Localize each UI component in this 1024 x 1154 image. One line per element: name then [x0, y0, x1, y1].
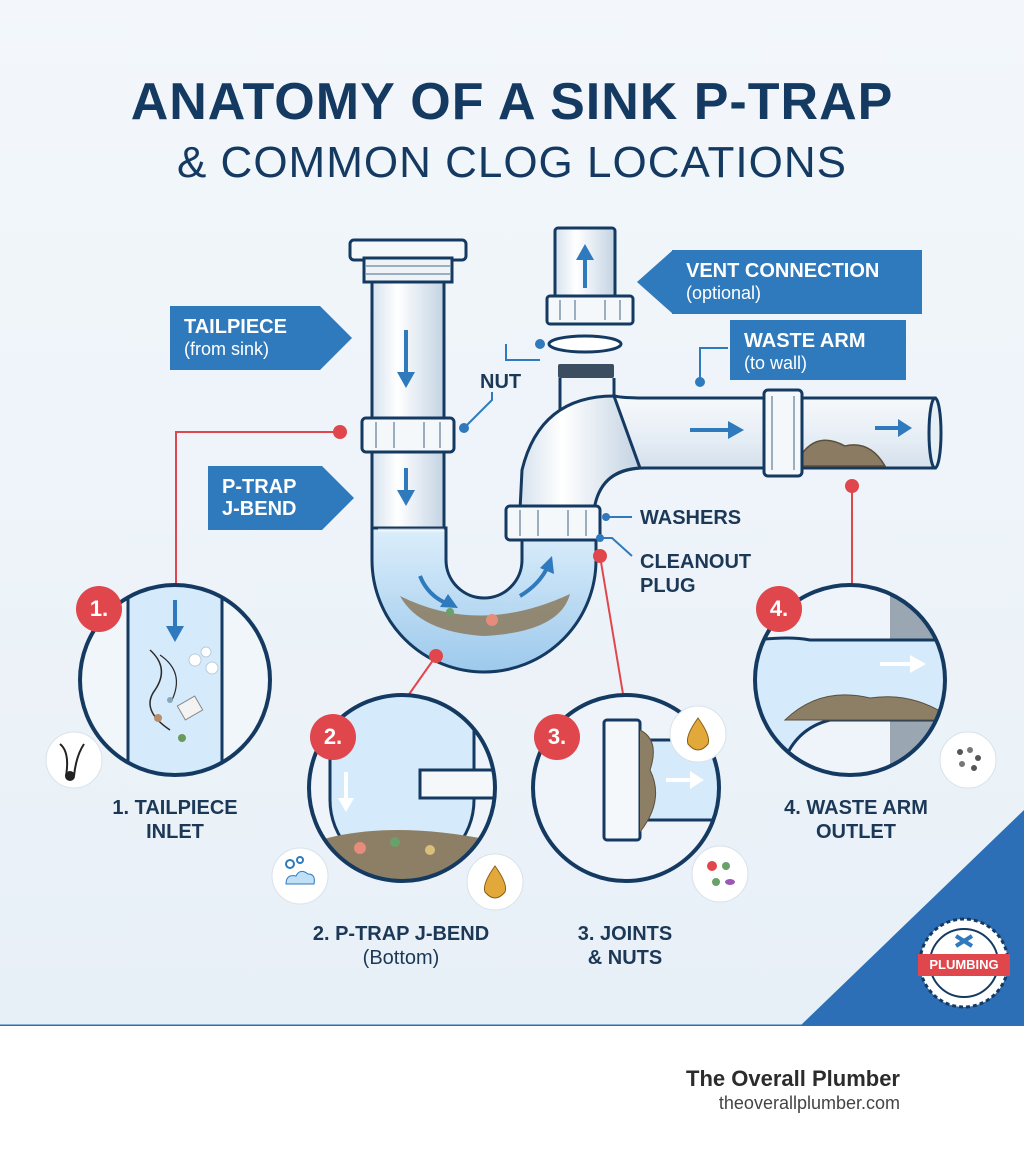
footer: [0, 1026, 1024, 1154]
caption-3: 3. JOINTS & NUTS: [540, 922, 710, 970]
company-url[interactable]: theoverallplumber.com: [718, 1093, 900, 1113]
callout-ptrap-title: P-TRAP: [222, 476, 297, 498]
callout-waste-title: WASTE ARM: [744, 330, 866, 352]
label-nut: NUT: [480, 371, 522, 393]
badge-1: 1.: [76, 586, 122, 632]
badge-4: 4.: [756, 586, 802, 632]
callout-ptrap-title2: J-BEND: [222, 498, 297, 520]
food-particles-icon: [691, 845, 749, 903]
label-cleanout: CLEANOUT PLUG: [640, 550, 751, 598]
washer-icon: [547, 334, 623, 354]
callout-ptrap: P-TRAP J-BEND: [208, 466, 322, 530]
callout-waste-sub: (to wall): [744, 353, 808, 373]
callout-tailpiece-title: TAILPIECE: [184, 316, 287, 338]
callout-tailpiece-arrow: [320, 306, 352, 370]
caption-2-line2: (Bottom): [362, 947, 440, 969]
caption-4-line1: 4. WASTE ARM: [784, 797, 928, 819]
seal-label: PLUMBING: [929, 957, 999, 972]
callout-ptrap-arrow: [322, 466, 354, 530]
caption-1-line1: 1. TAILPIECE: [112, 797, 238, 819]
debris-particles-icon: [939, 731, 997, 789]
footer-brand: The Overall Plumber theoverallplumber.co…: [686, 1066, 900, 1114]
plumbing-seal-icon: [918, 917, 1010, 1009]
badge-3: 3.: [534, 714, 580, 760]
callout-vent-sub: (optional): [686, 283, 762, 303]
callout-tailpiece: TAILPIECE (from sink): [170, 306, 320, 370]
label-cleanout-line1: CLEANOUT: [640, 551, 752, 573]
caption-3-line1: 3. JOINTS: [577, 923, 673, 945]
callout-waste: WASTE ARM (to wall): [730, 320, 906, 380]
callout-vent-title: VENT CONNECTION: [686, 260, 880, 282]
callout-vent: VENT CONNECTION (optional): [672, 250, 922, 314]
caption-3-line2: & NUTS: [587, 947, 663, 969]
grease-drop-icon-2: [669, 705, 727, 763]
company-name: The Overall Plumber: [686, 1066, 900, 1091]
label-washers: WASHERS: [640, 507, 742, 529]
label-cleanout-line2: PLUG: [640, 575, 696, 597]
callout-vent-arrow: [637, 250, 673, 314]
caption-1-line2: INLET: [146, 821, 204, 843]
callout-tailpiece-sub: (from sink): [184, 339, 269, 359]
caption-1: 1. TAILPIECE INLET: [80, 796, 270, 844]
badge-2: 2.: [310, 714, 356, 760]
hair-icon: [45, 731, 103, 789]
grease-drop-icon: [466, 853, 524, 911]
caption-4-line2: OUTLET: [816, 821, 896, 843]
soap-bubbles-icon: [271, 847, 329, 905]
page-subtitle: & COMMON CLOG LOCATIONS: [176, 138, 848, 187]
page-title: ANATOMY OF A SINK P-TRAP: [130, 73, 894, 131]
caption-2: 2. P-TRAP J-BEND (Bottom): [286, 922, 516, 970]
caption-4: 4. WASTE ARM OUTLET: [756, 796, 956, 844]
caption-2-line1: 2. P-TRAP J-BEND: [312, 923, 490, 945]
